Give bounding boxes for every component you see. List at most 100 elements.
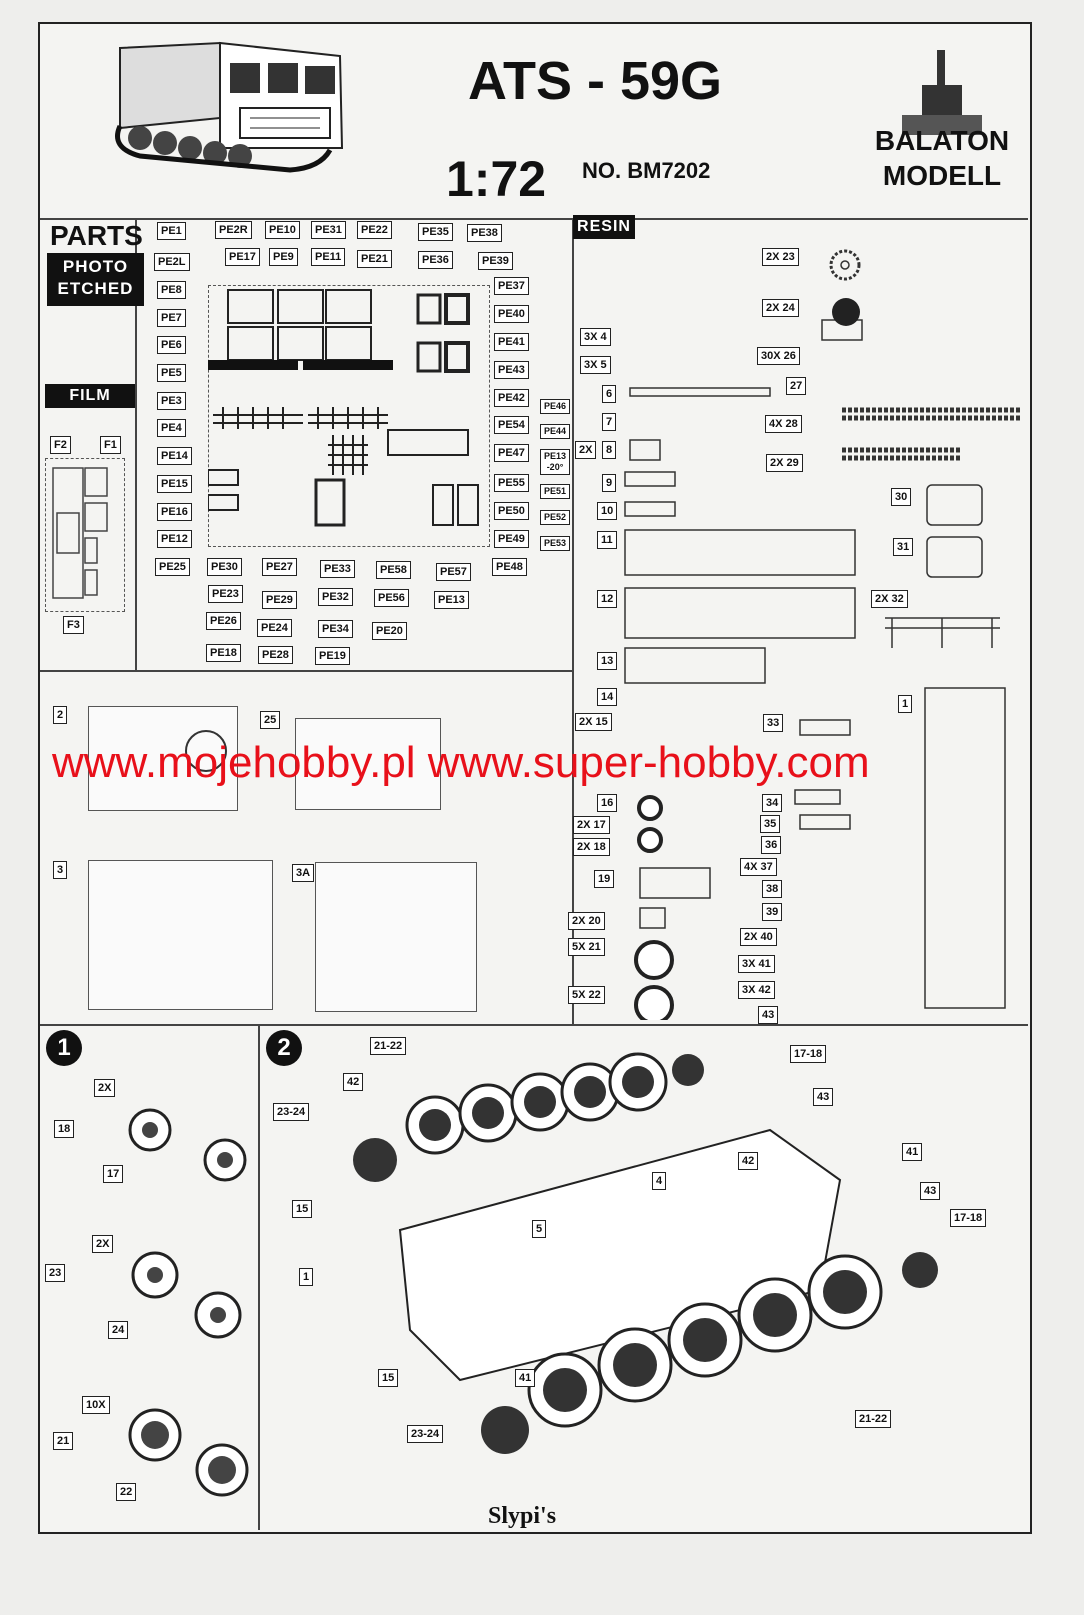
plastic-labels-callout: 3A <box>292 864 315 882</box>
pe-labels-callout: PE10 <box>265 221 300 239</box>
model-title: ATS - 59G <box>468 51 723 111</box>
pe-labels-callout: PE11 <box>311 248 346 266</box>
pe-labels-callout: PE18 <box>206 644 241 662</box>
step-1-number: 1 <box>46 1030 82 1066</box>
step2-callout: 42 <box>343 1073 364 1091</box>
pe-labels-callout: PE7 <box>157 309 186 327</box>
pe-labels-callout: PE23 <box>208 585 243 603</box>
catalog-number: NO. BM7202 <box>582 158 711 183</box>
pe-labels-callout: PE20 <box>372 622 407 640</box>
svg-text:BALATON: BALATON <box>875 125 1009 156</box>
pe-labels-callout: PE12 <box>157 530 192 548</box>
parts-heading: PARTS <box>50 220 143 251</box>
pe-labels-callout: PE21 <box>357 250 392 268</box>
resin-labels-callout: 30X 26 <box>757 347 800 365</box>
pe-labels-callout: PE47 <box>494 444 529 462</box>
step1-callout: 2X <box>94 1079 116 1097</box>
photo-etched-header: PHOTO ETCHED <box>47 253 144 306</box>
pe-labels-callout: PE24 <box>257 619 292 637</box>
resin-labels-callout: 3X 4 <box>580 328 611 346</box>
step1-callout: 24 <box>108 1321 129 1339</box>
pe-labels-callout: PE13 -20° <box>540 449 570 475</box>
pe-labels-callout: PE13 <box>434 591 469 609</box>
pe-fret-parts <box>208 289 479 527</box>
step1-callout: 17 <box>103 1165 124 1183</box>
resin-labels-callout: 3X 41 <box>738 955 775 973</box>
pe-labels-callout: PE42 <box>494 389 529 407</box>
step2-callout: 4 <box>652 1172 667 1190</box>
resin-labels-callout: 9 <box>602 474 617 492</box>
pe-labels-callout: PE3 <box>157 392 186 410</box>
resin-labels-callout: 2X 32 <box>871 590 908 608</box>
resin-labels-callout: 33 <box>763 714 784 732</box>
watermark: www.mojehobby.pl www.super-hobby.com <box>52 738 870 787</box>
photo-etched-line2: ETCHED <box>57 279 134 298</box>
pe-labels-callout: PE31 <box>311 221 346 239</box>
pe-labels-callout: PE1 <box>157 222 186 240</box>
step2-callout: 23-24 <box>273 1103 310 1121</box>
plastic-labels-callout: 25 <box>260 711 281 729</box>
resin-labels-callout: 31 <box>893 538 914 556</box>
pe-labels-callout: PE37 <box>494 277 529 295</box>
resin-labels-callout: 2X 29 <box>766 454 803 472</box>
resin-labels-callout: 38 <box>762 880 783 898</box>
pe-labels-callout: PE49 <box>494 530 529 548</box>
pe-labels-callout: PE35 <box>418 223 453 241</box>
resin-labels-callout: 36 <box>761 836 782 854</box>
pe-labels-callout: PE32 <box>318 588 353 606</box>
step2-callout: 15 <box>378 1369 399 1387</box>
pe-labels-callout: PE57 <box>436 563 471 581</box>
resin-labels-callout: 27 <box>786 377 807 395</box>
film-windows <box>52 467 108 599</box>
pe-labels-callout: PE9 <box>269 248 298 266</box>
step2-callout: 5 <box>532 1220 547 1238</box>
pe-labels-callout: PE6 <box>157 336 186 354</box>
step2-callout: 1 <box>299 1268 314 1286</box>
step2-callout: 17-18 <box>950 1209 987 1227</box>
step1-callout: 18 <box>54 1120 75 1138</box>
step2-assembly-drawing <box>353 1052 938 1454</box>
resin-labels-callout: 2X 40 <box>740 928 777 946</box>
step2-callout: 41 <box>515 1369 536 1387</box>
pe-labels-callout: PE43 <box>494 361 529 379</box>
pe-labels-callout: PE30 <box>207 558 242 576</box>
film-labels-callout: F2 <box>50 436 71 454</box>
resin-labels-callout: 35 <box>760 815 781 833</box>
step2-callout: 21-22 <box>855 1410 892 1428</box>
resin-labels-callout: 3X 42 <box>738 981 775 999</box>
resin-labels-callout: 16 <box>597 794 618 812</box>
part-3a-panel <box>315 862 477 1012</box>
step-2-number: 2 <box>266 1030 302 1066</box>
resin-header: RESIN <box>573 215 635 239</box>
pe-labels-callout: PE56 <box>374 589 409 607</box>
pe-labels-callout: PE29 <box>262 591 297 609</box>
step1-assembly-drawing <box>128 1108 249 1497</box>
step1-callout: 23 <box>45 1264 66 1282</box>
pe-labels-callout: PE5 <box>157 364 186 382</box>
film-header: FILM <box>45 384 135 408</box>
pe-labels-callout: PE34 <box>318 620 353 638</box>
pe-labels-callout: PE4 <box>157 419 186 437</box>
pe-labels-callout: PE48 <box>492 558 527 576</box>
resin-labels-callout: 2X 17 <box>573 816 610 834</box>
step2-callout: 41 <box>902 1143 923 1161</box>
resin-labels-callout: 6 <box>602 385 617 403</box>
pe-labels-callout: PE52 <box>540 510 570 525</box>
balaton-logo: BALATON MODELL <box>862 45 1022 210</box>
pe-labels-callout: PE14 <box>157 447 192 465</box>
pe-labels-callout: PE25 <box>155 558 190 576</box>
step2-callout: 21-22 <box>370 1037 407 1055</box>
pe-labels-callout: PE2L <box>154 253 190 271</box>
resin-labels-callout: 2X <box>575 441 597 459</box>
part-3-panel <box>88 860 273 1010</box>
resin-labels-callout: 4X 28 <box>765 415 802 433</box>
step2-callout: 23-24 <box>407 1425 444 1443</box>
pe-labels-callout: PE53 <box>540 536 570 551</box>
pe-labels-callout: PE33 <box>320 560 355 578</box>
step2-callout: 43 <box>813 1088 834 1106</box>
truck-illustration <box>115 41 344 173</box>
resin-labels-callout: 11 <box>597 531 617 549</box>
pe-labels-callout: PE46 <box>540 399 570 414</box>
step2-callout: 15 <box>292 1200 313 1218</box>
pe-labels-callout: PE2R <box>215 221 252 239</box>
